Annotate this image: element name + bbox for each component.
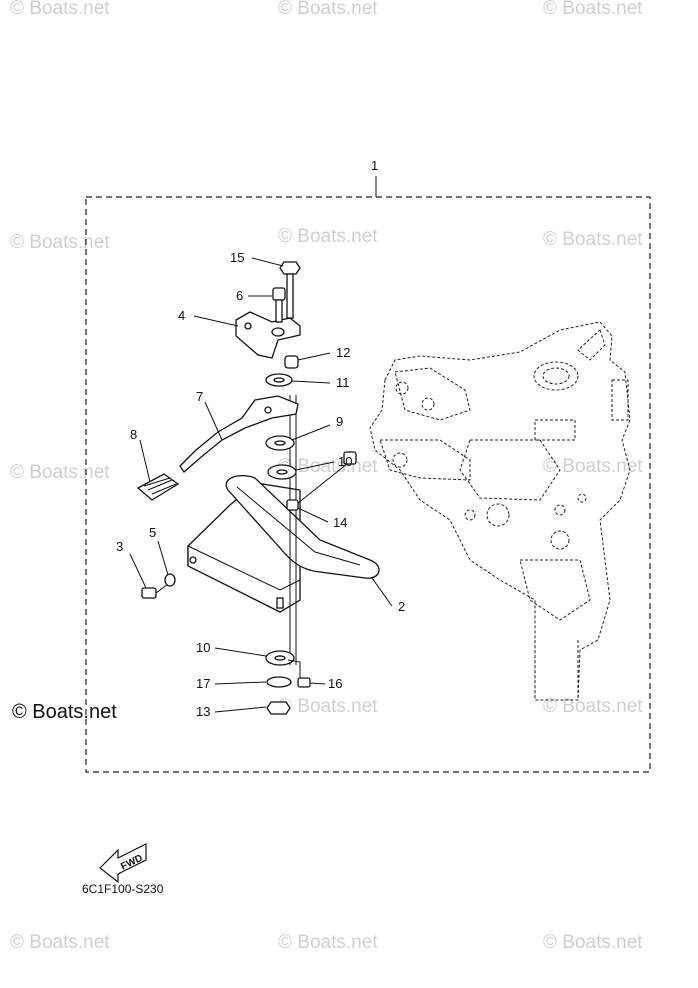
lever-part: [179, 395, 299, 473]
callout-label: 15: [230, 250, 244, 265]
callout-label: 11: [336, 375, 350, 390]
washer-hole: [276, 469, 288, 475]
watermark: © Boats.net: [543, 696, 643, 717]
assembly-boundary: [85, 196, 651, 773]
screw-part: [141, 583, 169, 599]
callout-label: 5: [149, 525, 156, 540]
watermark: © Boats.net: [543, 456, 643, 477]
plate-part: [235, 311, 301, 359]
washer-hole: [274, 655, 286, 661]
watermark: © Boats.net: [278, 696, 378, 717]
leader-lines: [129, 257, 393, 713]
collar-part: [286, 499, 299, 511]
callout-label: 10: [196, 640, 210, 655]
nut-part: [266, 701, 291, 715]
washer-part: [266, 676, 292, 688]
drawing-code: 6C1F100-S230: [82, 882, 164, 896]
watermark-layer: © Boats.net © Boats.net © Boats.net © Bo…: [10, 0, 643, 953]
watermark: © Boats.net: [10, 0, 110, 19]
callout-label: 13: [196, 704, 210, 719]
bolt-part: [279, 261, 301, 319]
watermark: © Boats.net: [278, 226, 378, 247]
connector-stub: [343, 451, 357, 465]
watermark: © Boats.net: [10, 932, 110, 953]
nut-part: [297, 677, 311, 688]
watermark: © Boats.net: [278, 932, 378, 953]
leader-line: [287, 659, 301, 678]
connector-line: [297, 459, 353, 504]
callout-label: 7: [196, 389, 203, 404]
callout-label: 4: [178, 308, 185, 323]
callout-label: 10: [338, 454, 352, 469]
watermark: © Boats.net: [543, 229, 643, 250]
watermark: © Boats.net: [543, 932, 643, 953]
washer-hole: [274, 440, 286, 446]
callout-label: 8: [130, 427, 137, 442]
washer-hole: [273, 377, 285, 383]
callout-label: 17: [196, 676, 210, 691]
collar-part: [284, 355, 299, 369]
watermark: © Boats.net: [10, 232, 110, 253]
grip-part: [136, 473, 180, 501]
washer-part: [164, 573, 176, 587]
callout-label: 3: [116, 539, 123, 554]
callout-label: 9: [336, 414, 343, 429]
callout-label: 6: [236, 288, 243, 303]
bolt-part: [272, 287, 286, 323]
forward-arrow-icon: FWD: [99, 843, 147, 884]
engine-bracket-ghost: [369, 321, 631, 701]
callout-label: 1: [371, 158, 378, 173]
watermark: © Boats.net: [10, 462, 110, 483]
callout-label: 14: [333, 515, 347, 530]
callout-label: 16: [328, 676, 342, 691]
watermark-main: © Boats.net: [12, 701, 117, 723]
bracket-part: [187, 475, 380, 613]
callout-label: 12: [336, 345, 350, 360]
callouts: 1 2 3 4 5 6 7 8 9 10 10 11 12 13 14 15 1…: [116, 158, 405, 719]
watermark: © Boats.net: [543, 0, 643, 19]
watermark: © Boats.net: [278, 0, 378, 19]
callout-label: 2: [398, 599, 405, 614]
